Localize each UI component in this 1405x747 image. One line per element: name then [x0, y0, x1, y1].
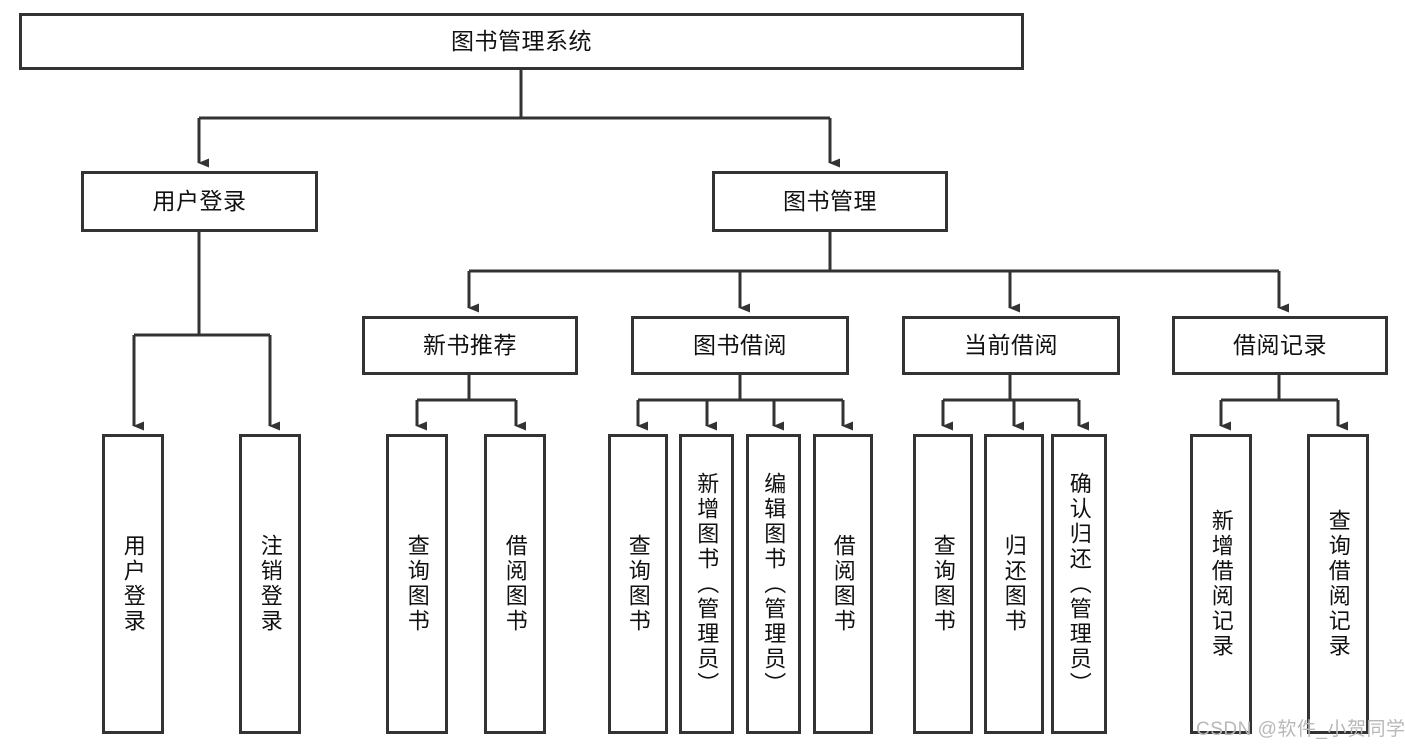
node-leaf-add-borrow-record-label: 新增借阅记录 [1208, 509, 1234, 659]
node-leaf-logout-login-label: 注销登录 [257, 534, 283, 634]
node-current-borrow[interactable]: 当前借阅 [902, 316, 1120, 375]
node-book-manage[interactable]: 图书管理 [712, 171, 948, 232]
node-leaf-query-borrow-record-label: 查询借阅记录 [1325, 509, 1351, 659]
node-leaf-query-borrow-record[interactable]: 查询借阅记录 [1307, 434, 1369, 734]
node-borrow-record-label: 借阅记录 [1233, 332, 1327, 359]
node-leaf-logout-login[interactable]: 注销登录 [239, 434, 301, 734]
node-leaf-query-book-2[interactable]: 查询图书 [608, 434, 668, 734]
node-leaf-return-book[interactable]: 归还图书 [984, 434, 1044, 734]
node-leaf-add-book-admin[interactable]: 新增图书（管理员） [679, 434, 734, 734]
node-leaf-add-borrow-record[interactable]: 新增借阅记录 [1190, 434, 1252, 734]
node-leaf-borrow-book-1-label: 借阅图书 [502, 534, 528, 634]
node-leaf-user-login-label: 用户登录 [120, 534, 146, 634]
node-root-label: 图书管理系统 [451, 28, 592, 55]
node-leaf-edit-book-admin-label: 编辑图书（管理员） [761, 471, 787, 697]
node-leaf-confirm-return-admin-label: 确认归还（管理员） [1066, 471, 1092, 697]
node-book-borrow-label: 图书借阅 [693, 332, 787, 359]
node-leaf-add-book-admin-label: 新增图书（管理员） [694, 471, 720, 697]
node-leaf-edit-book-admin[interactable]: 编辑图书（管理员） [746, 434, 801, 734]
node-borrow-record[interactable]: 借阅记录 [1172, 316, 1388, 375]
node-leaf-confirm-return-admin[interactable]: 确认归还（管理员） [1051, 434, 1107, 734]
node-leaf-return-book-label: 归还图书 [1001, 534, 1027, 634]
node-user-login-label: 用户登录 [152, 188, 247, 215]
node-new-book-recommend-label: 新书推荐 [423, 332, 517, 359]
node-leaf-borrow-book-2-label: 借阅图书 [830, 534, 856, 634]
node-leaf-user-login[interactable]: 用户登录 [102, 434, 164, 734]
node-root[interactable]: 图书管理系统 [19, 13, 1024, 70]
node-current-borrow-label: 当前借阅 [964, 332, 1058, 359]
node-user-login[interactable]: 用户登录 [81, 171, 318, 232]
node-book-borrow[interactable]: 图书借阅 [631, 316, 849, 375]
node-new-book-recommend[interactable]: 新书推荐 [362, 316, 578, 375]
node-leaf-query-book-3[interactable]: 查询图书 [913, 434, 973, 734]
node-leaf-query-book-2-label: 查询图书 [625, 534, 651, 634]
node-leaf-borrow-book-2[interactable]: 借阅图书 [813, 434, 873, 734]
node-leaf-query-book-1-label: 查询图书 [404, 534, 430, 634]
node-leaf-query-book-1[interactable]: 查询图书 [386, 434, 448, 734]
node-book-manage-label: 图书管理 [783, 188, 877, 215]
csdn-watermark: CSDN @软件_小贺同学 [1196, 719, 1405, 740]
node-leaf-borrow-book-1[interactable]: 借阅图书 [484, 434, 546, 734]
node-leaf-query-book-3-label: 查询图书 [930, 534, 956, 634]
